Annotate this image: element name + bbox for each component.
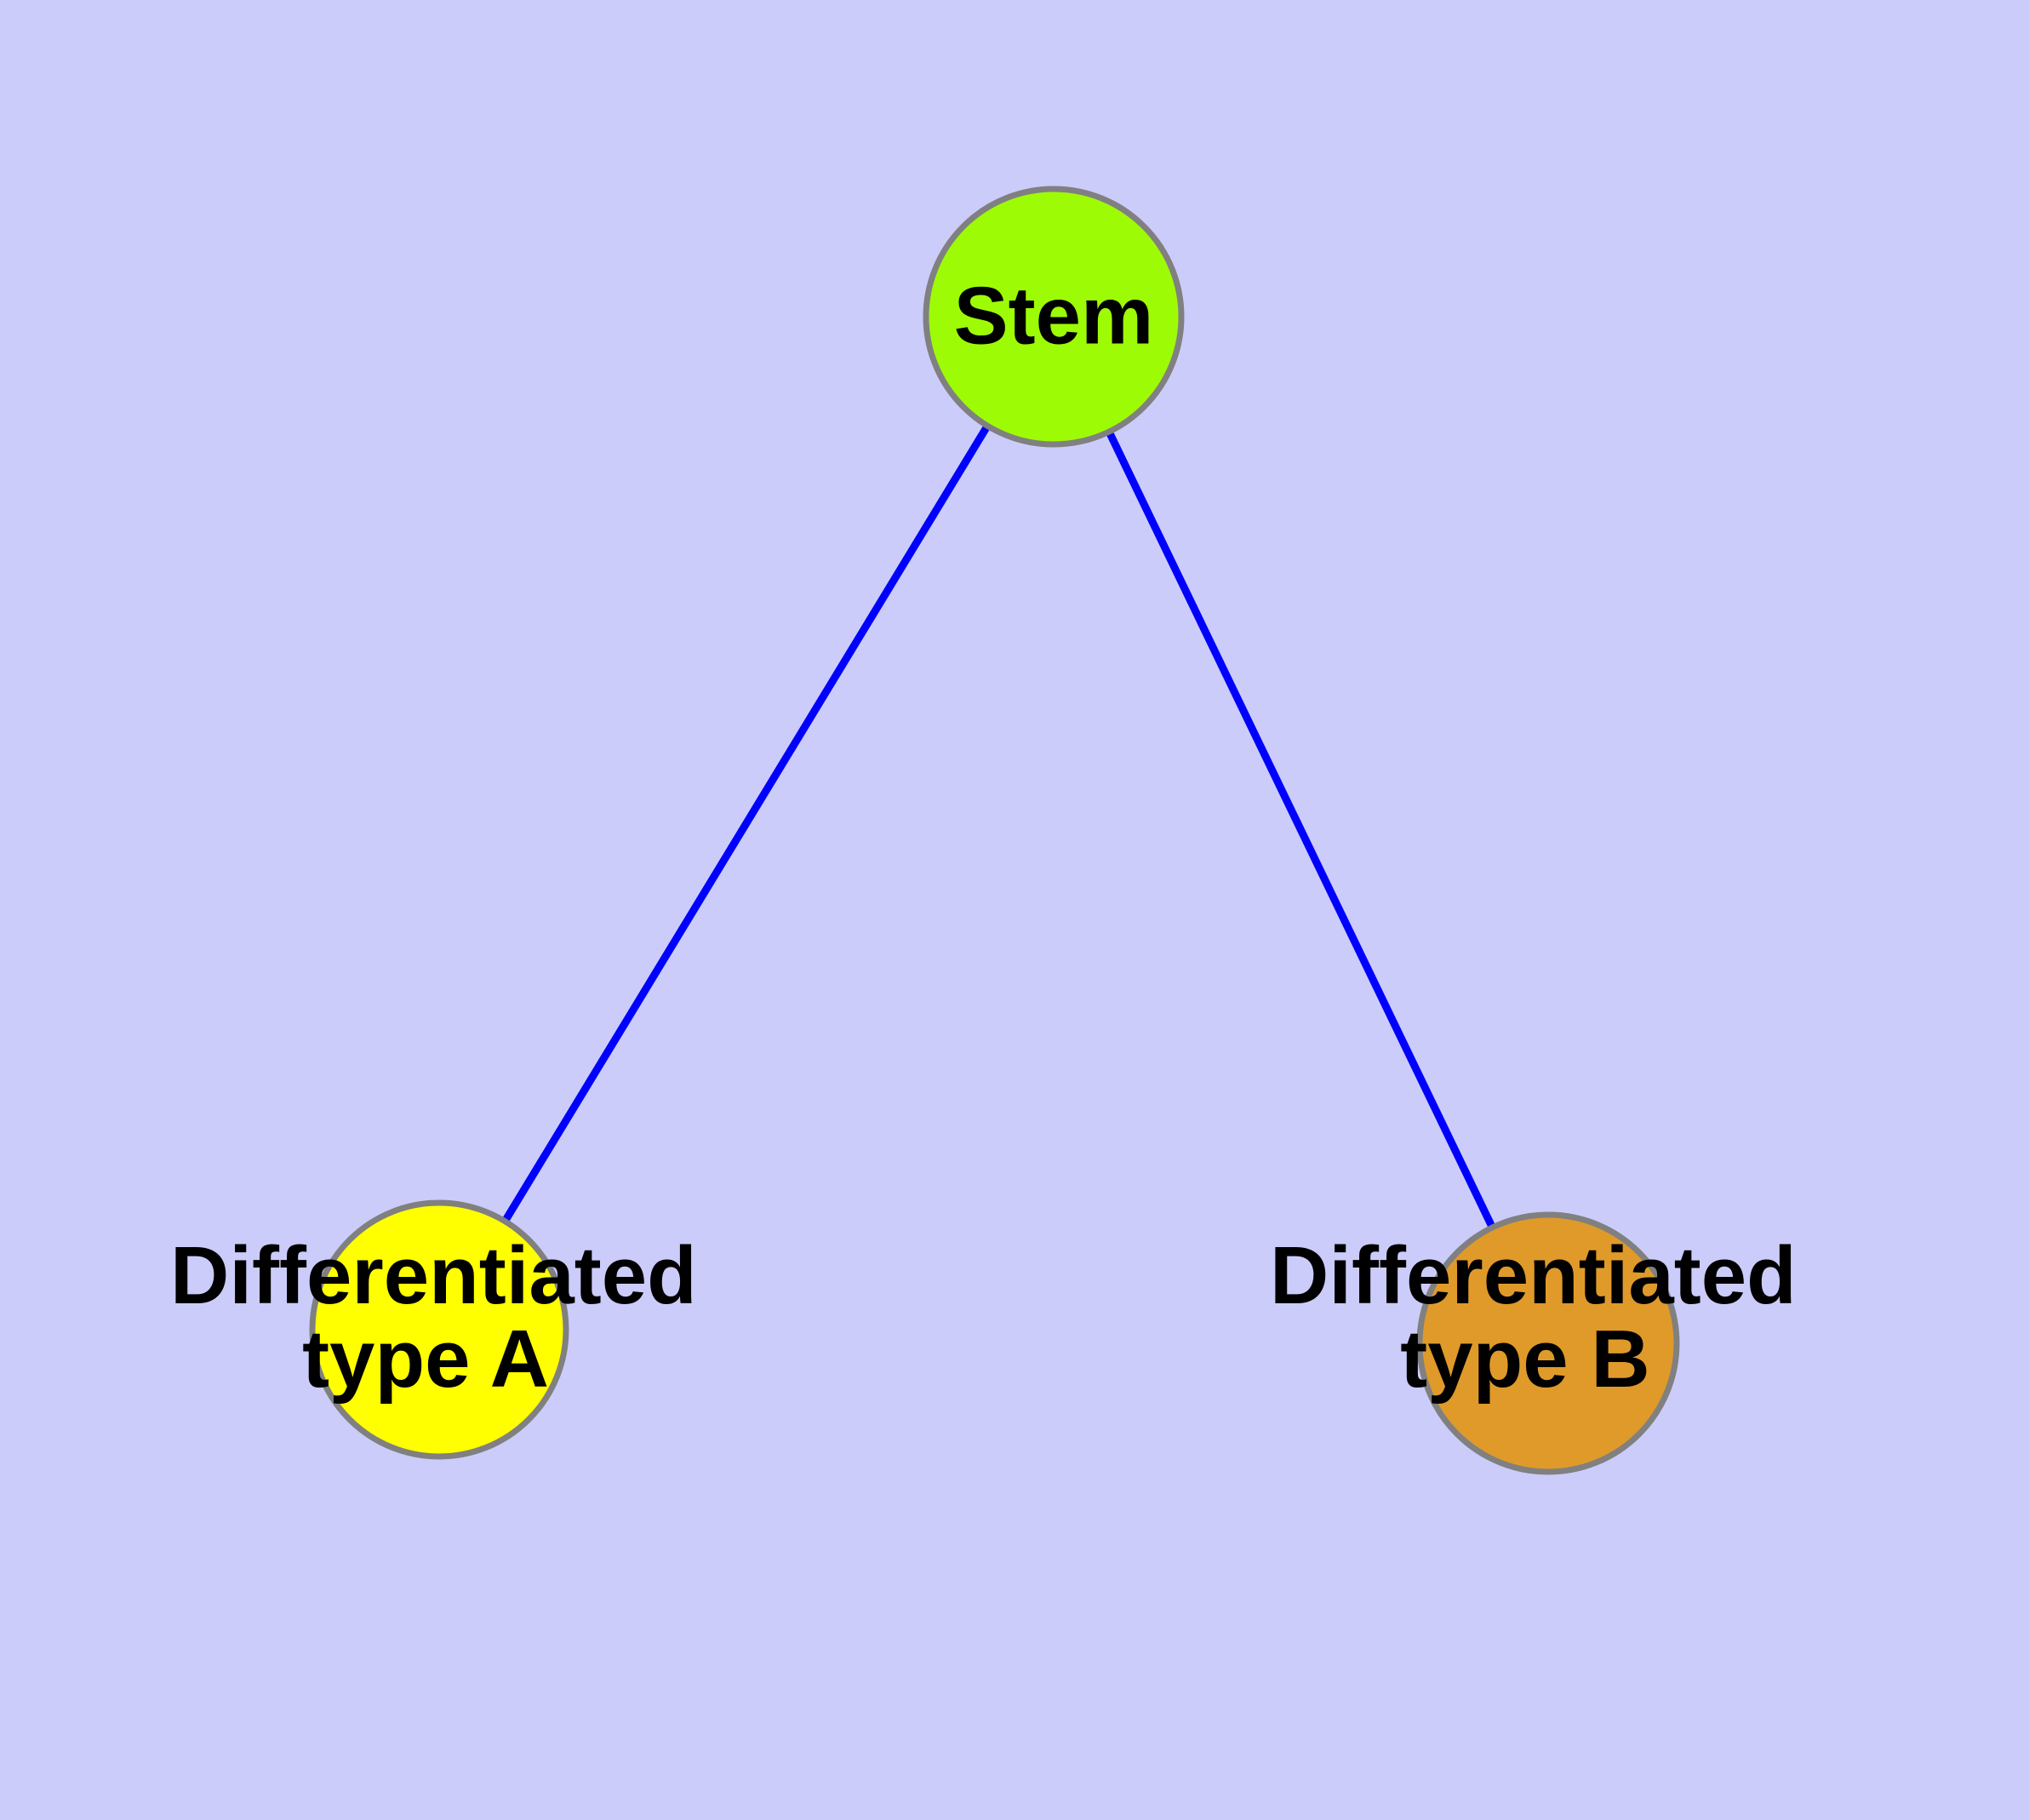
node-layer: [309, 186, 1680, 1475]
node-stem-circle[interactable]: [923, 186, 1185, 448]
node-differentiated-type-b-circle[interactable]: [1416, 1211, 1680, 1475]
edge-layer: [436, 314, 1552, 1345]
edge-stem-to-differentiated-type-b[interactable]: [1049, 315, 1552, 1345]
node-stem[interactable]: [923, 186, 1185, 448]
edge-stem-to-differentiated-type-a[interactable]: [436, 314, 1057, 1332]
node-differentiated-type-a-circle[interactable]: [309, 1199, 569, 1460]
node-stem-label: Stem: [954, 270, 1154, 361]
node-differentiated-type-a[interactable]: [309, 1199, 569, 1460]
node-differentiated-type-b[interactable]: [1416, 1211, 1680, 1475]
